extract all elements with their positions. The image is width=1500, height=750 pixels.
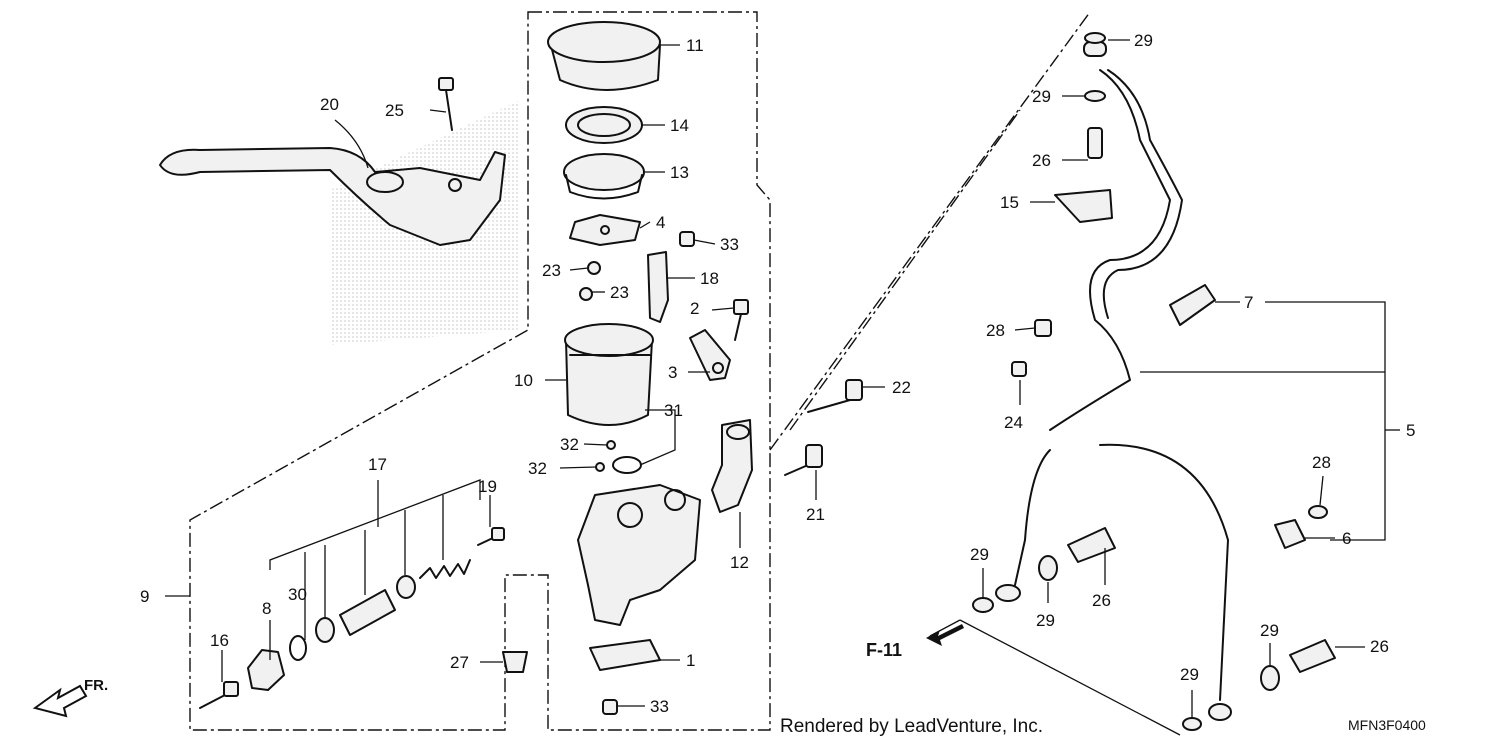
part-label[interactable]: 29 [1032, 87, 1051, 106]
part-label[interactable]: 28 [986, 321, 1005, 340]
o-ring[interactable] [612, 456, 642, 474]
front-direction-label: FR. [84, 677, 108, 694]
part-label[interactable]: 7 [1244, 293, 1253, 312]
brake-hose-upper[interactable] [1049, 69, 1183, 431]
part-label[interactable]: 20 [320, 95, 339, 114]
part-label[interactable]: 31 [664, 401, 683, 420]
bleeder-screw[interactable] [199, 681, 239, 709]
part-label[interactable]: 22 [892, 378, 911, 397]
holder-bolt-lower[interactable] [784, 444, 823, 476]
part-label[interactable]: 29 [1036, 611, 1055, 630]
part-label[interactable]: 29 [1260, 621, 1279, 640]
holder-bolt-upper[interactable] [807, 379, 863, 413]
brake-lever[interactable] [159, 147, 506, 246]
part-label[interactable]: 2 [690, 299, 699, 318]
screw-small-a[interactable] [587, 261, 601, 275]
part-label[interactable]: 18 [700, 269, 719, 288]
part-label[interactable]: 1 [686, 651, 695, 670]
part-label[interactable]: 5 [1406, 421, 1415, 440]
washer-kit[interactable] [315, 617, 335, 643]
part-label[interactable]: 32 [560, 435, 579, 454]
part-label[interactable]: 23 [542, 261, 561, 280]
pivot-bolt[interactable] [438, 77, 454, 131]
circlip[interactable] [289, 635, 307, 661]
part-label[interactable]: 24 [1004, 413, 1023, 432]
part-label[interactable]: 6 [1342, 529, 1351, 548]
part-label[interactable]: 12 [730, 553, 749, 572]
part-label[interactable]: 9 [140, 587, 149, 606]
hose-fittings[interactable] [972, 32, 1336, 731]
part-label[interactable]: 3 [668, 363, 677, 382]
part-label[interactable]: 15 [1000, 193, 1019, 212]
part-label[interactable]: 11 [686, 36, 704, 55]
small-ring-a[interactable] [606, 440, 616, 450]
part-label[interactable]: 30 [288, 585, 307, 604]
piston[interactable] [339, 589, 396, 636]
leader-lines [165, 39, 1400, 736]
cup[interactable] [396, 575, 416, 599]
part-label[interactable]: 17 [368, 455, 387, 474]
part-label[interactable]: 16 [210, 631, 229, 650]
diaphragm-plate[interactable] [565, 106, 643, 144]
reservoir-tank[interactable] [564, 323, 654, 426]
part-label[interactable]: 33 [720, 235, 739, 254]
part-label[interactable]: 23 [610, 283, 629, 302]
part-label[interactable]: 4 [656, 213, 665, 232]
boot[interactable] [247, 649, 285, 691]
part-label[interactable]: 26 [1370, 637, 1389, 656]
part-label[interactable]: 19 [478, 477, 497, 496]
spring[interactable] [419, 559, 471, 579]
part-label[interactable]: 32 [528, 459, 547, 478]
brake-hose-left[interactable] [1014, 449, 1051, 586]
part-label[interactable]: 28 [1312, 453, 1331, 472]
brake-hose-right[interactable] [1099, 443, 1229, 701]
master-cylinder-body[interactable] [577, 484, 701, 626]
part-label[interactable]: 10 [514, 371, 533, 390]
part-label[interactable]: 13 [670, 163, 689, 182]
part-label[interactable]: 26 [1092, 591, 1111, 610]
part-label[interactable]: 29 [970, 545, 989, 564]
part-label[interactable]: 29 [1180, 665, 1199, 684]
rubber-cap[interactable] [502, 651, 528, 673]
float-plate[interactable] [569, 214, 641, 246]
part-label[interactable]: 14 [670, 116, 689, 135]
part-label[interactable]: 21 [806, 505, 825, 524]
reservoir-cap[interactable] [547, 21, 661, 91]
front-direction-arrow [32, 684, 88, 718]
reservoir-stay[interactable] [689, 329, 731, 381]
assembly-outline [189, 11, 1091, 731]
reference-link[interactable]: F-11 [866, 640, 902, 660]
part-labels: 11 14 13 4 33 23 23 18 2 3 10 31 32 32 1… [140, 31, 1415, 716]
attribution-text: Rendered by LeadVenture, Inc. [780, 716, 1043, 737]
reservoir-bracket[interactable] [647, 251, 669, 323]
part-label[interactable]: 8 [262, 599, 271, 618]
part-label[interactable]: 26 [1032, 151, 1051, 170]
brake-switch[interactable] [589, 639, 661, 671]
small-ring-b[interactable] [595, 462, 605, 472]
screw-top[interactable] [679, 231, 695, 247]
handlebar-holder[interactable] [711, 419, 753, 513]
diagram-code: MFN3F0400 [1348, 717, 1426, 733]
pushrod-bolt[interactable] [477, 527, 505, 546]
screw-small-b[interactable] [579, 287, 593, 301]
part-label[interactable]: 25 [385, 101, 404, 120]
part-label[interactable]: 33 [650, 697, 669, 716]
screw-bottom[interactable] [602, 699, 618, 715]
reservoir-bolt[interactable] [733, 299, 749, 341]
part-label[interactable]: 29 [1134, 31, 1153, 50]
diaphragm[interactable] [563, 153, 645, 200]
part-label[interactable]: 27 [450, 653, 469, 672]
reference-arrow [926, 624, 964, 646]
